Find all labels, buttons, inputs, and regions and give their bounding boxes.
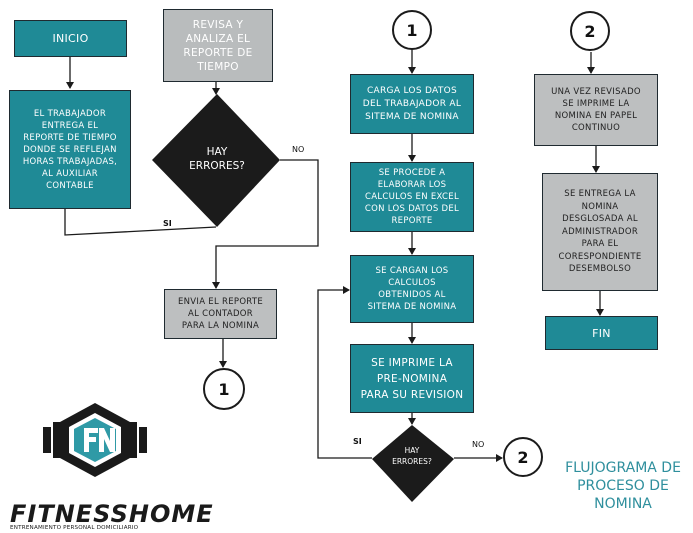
carga-datos-label: CARGA LOS DATOS DEL TRABAJADOR AL SITEMA…	[362, 85, 462, 122]
page-title: FLUJOGRAMA DE PROCESO DE NOMINA	[565, 460, 681, 512]
si-label-1: SI	[163, 219, 172, 228]
connector-2-top: 2	[570, 11, 610, 51]
inicio-label: INICIO	[52, 32, 89, 45]
elabora-calculos-label: SE PROCEDE A ELABORAR LOS CALCULOS EN EX…	[364, 168, 460, 226]
revisa-box: REVISA Y ANALIZA EL REPORTE DE TIEMPO	[163, 9, 273, 82]
cargan-calculos-label: SE CARGAN LOS CALCULOS OBTENIDOS AL SITE…	[367, 266, 457, 312]
connector-1-top: 1	[392, 10, 432, 50]
connector-1-bottom: 1	[203, 368, 245, 410]
fin-box: FIN	[545, 316, 658, 350]
no-label-1: NO	[292, 145, 305, 154]
envia-label: ENVIA EL REPORTE AL CONTADOR PARA LA NOM…	[177, 297, 264, 331]
logo-emblem	[43, 403, 147, 477]
carga-datos-box: CARGA LOS DATOS DEL TRABAJADOR AL SITEMA…	[350, 74, 474, 134]
revisado-box: UNA VEZ REVISADO SE IMPRIME LA NOMINA EN…	[534, 74, 658, 146]
logo-tagline: ENTRENAMIENTO PERSONAL DOMICILIARIO	[10, 525, 139, 531]
inicio-box: INICIO	[14, 20, 127, 57]
revisado-label: UNA VEZ REVISADO SE IMPRIME LA NOMINA EN…	[551, 87, 641, 133]
imprime-prenomina-box: SE IMPRIME LA PRE-NOMINA PARA SU REVISIO…	[350, 344, 474, 413]
entrega-reporte-box: EL TRABAJADOR ENTREGA EL REPORTE DE TIEM…	[9, 90, 131, 209]
cargan-calculos-box: SE CARGAN LOS CALCULOS OBTENIDOS AL SITE…	[350, 255, 474, 323]
decision-2-label: HAY ERRORES?	[392, 446, 432, 466]
entrega-admin-label: SE ENTREGA LA NOMINA DESGLOSADA AL ADMIN…	[558, 189, 642, 275]
decision-1-label: HAY ERRORES?	[189, 146, 245, 172]
si-label-2: SI	[353, 437, 362, 446]
entrega-reporte-label: EL TRABAJADOR ENTREGA EL REPORTE DE TIEM…	[22, 108, 118, 191]
connector-2-bottom: 2	[503, 437, 543, 477]
fin-label: FIN	[592, 326, 611, 340]
decision-diamond-1	[152, 94, 280, 227]
elabora-calculos-box: SE PROCEDE A ELABORAR LOS CALCULOS EN EX…	[350, 162, 474, 232]
logo-wordmark: FITNESSHOME	[10, 500, 214, 528]
no-label-2: NO	[472, 440, 485, 449]
imprime-prenomina-label: SE IMPRIME LA PRE-NOMINA PARA SU REVISIO…	[360, 356, 464, 401]
envia-box: ENVIA EL REPORTE AL CONTADOR PARA LA NOM…	[164, 289, 277, 339]
entrega-admin-box: SE ENTREGA LA NOMINA DESGLOSADA AL ADMIN…	[542, 173, 658, 291]
decision-diamond-2	[372, 425, 454, 502]
revisa-label: REVISA Y ANALIZA EL REPORTE DE TIEMPO	[183, 18, 253, 73]
